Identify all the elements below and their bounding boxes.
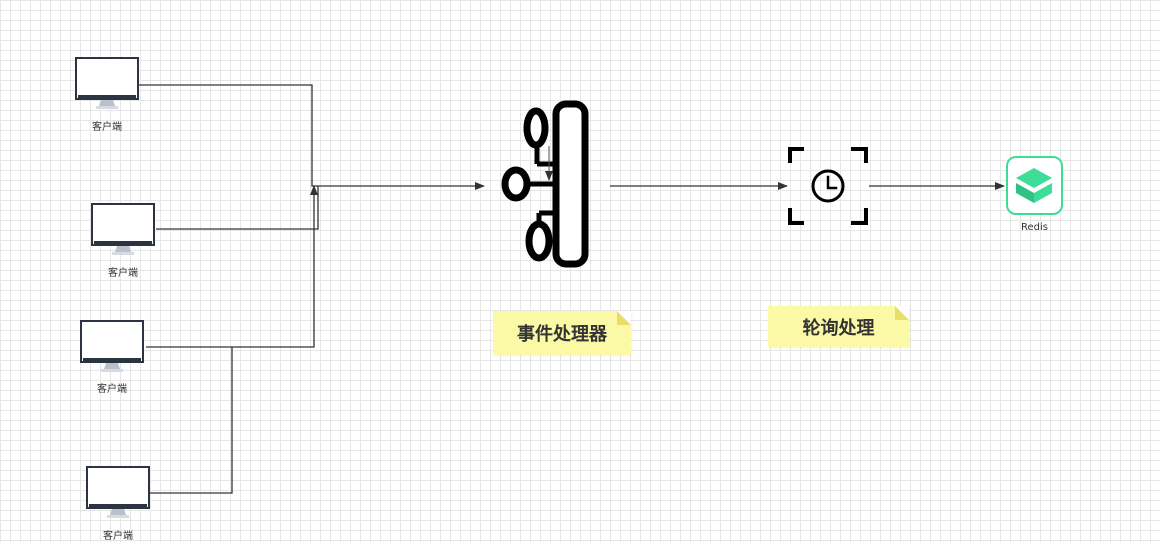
client-1-label: 客户端 bbox=[92, 122, 122, 133]
monitor-icon bbox=[86, 466, 150, 518]
connectors bbox=[139, 84, 1005, 494]
note-fold bbox=[895, 306, 909, 320]
monitor-icon bbox=[80, 320, 144, 372]
note-fold bbox=[617, 311, 631, 325]
webhook-icon bbox=[501, 100, 589, 268]
client-3-label: 客户端 bbox=[97, 384, 127, 395]
event-processor-note[interactable]: 事件处理器 bbox=[493, 311, 631, 355]
connector-client-4[interactable] bbox=[150, 347, 233, 494]
timer-icon bbox=[788, 147, 868, 225]
connector-client-3[interactable] bbox=[146, 185, 318, 348]
polling-processor[interactable] bbox=[788, 147, 868, 225]
client-4-label: 客户端 bbox=[103, 531, 133, 542]
redis-label: Redis bbox=[1021, 222, 1048, 233]
client-4[interactable] bbox=[86, 466, 150, 518]
polling-note-text: 轮询处理 bbox=[802, 317, 875, 339]
event-processor-note-text: 事件处理器 bbox=[517, 324, 607, 345]
connector-client-2[interactable] bbox=[156, 186, 319, 230]
client-2[interactable] bbox=[91, 203, 155, 255]
client-2-label: 客户端 bbox=[108, 268, 138, 279]
redis-icon bbox=[1006, 156, 1063, 215]
connector-client-1[interactable] bbox=[139, 84, 485, 190]
client-1[interactable] bbox=[75, 57, 139, 109]
client-3[interactable] bbox=[80, 320, 144, 372]
polling-note[interactable]: 轮询处理 bbox=[768, 306, 909, 347]
monitor-icon bbox=[75, 57, 139, 109]
redis-node[interactable] bbox=[1006, 156, 1063, 215]
event-processor[interactable] bbox=[501, 100, 589, 268]
monitor-icon bbox=[91, 203, 155, 255]
